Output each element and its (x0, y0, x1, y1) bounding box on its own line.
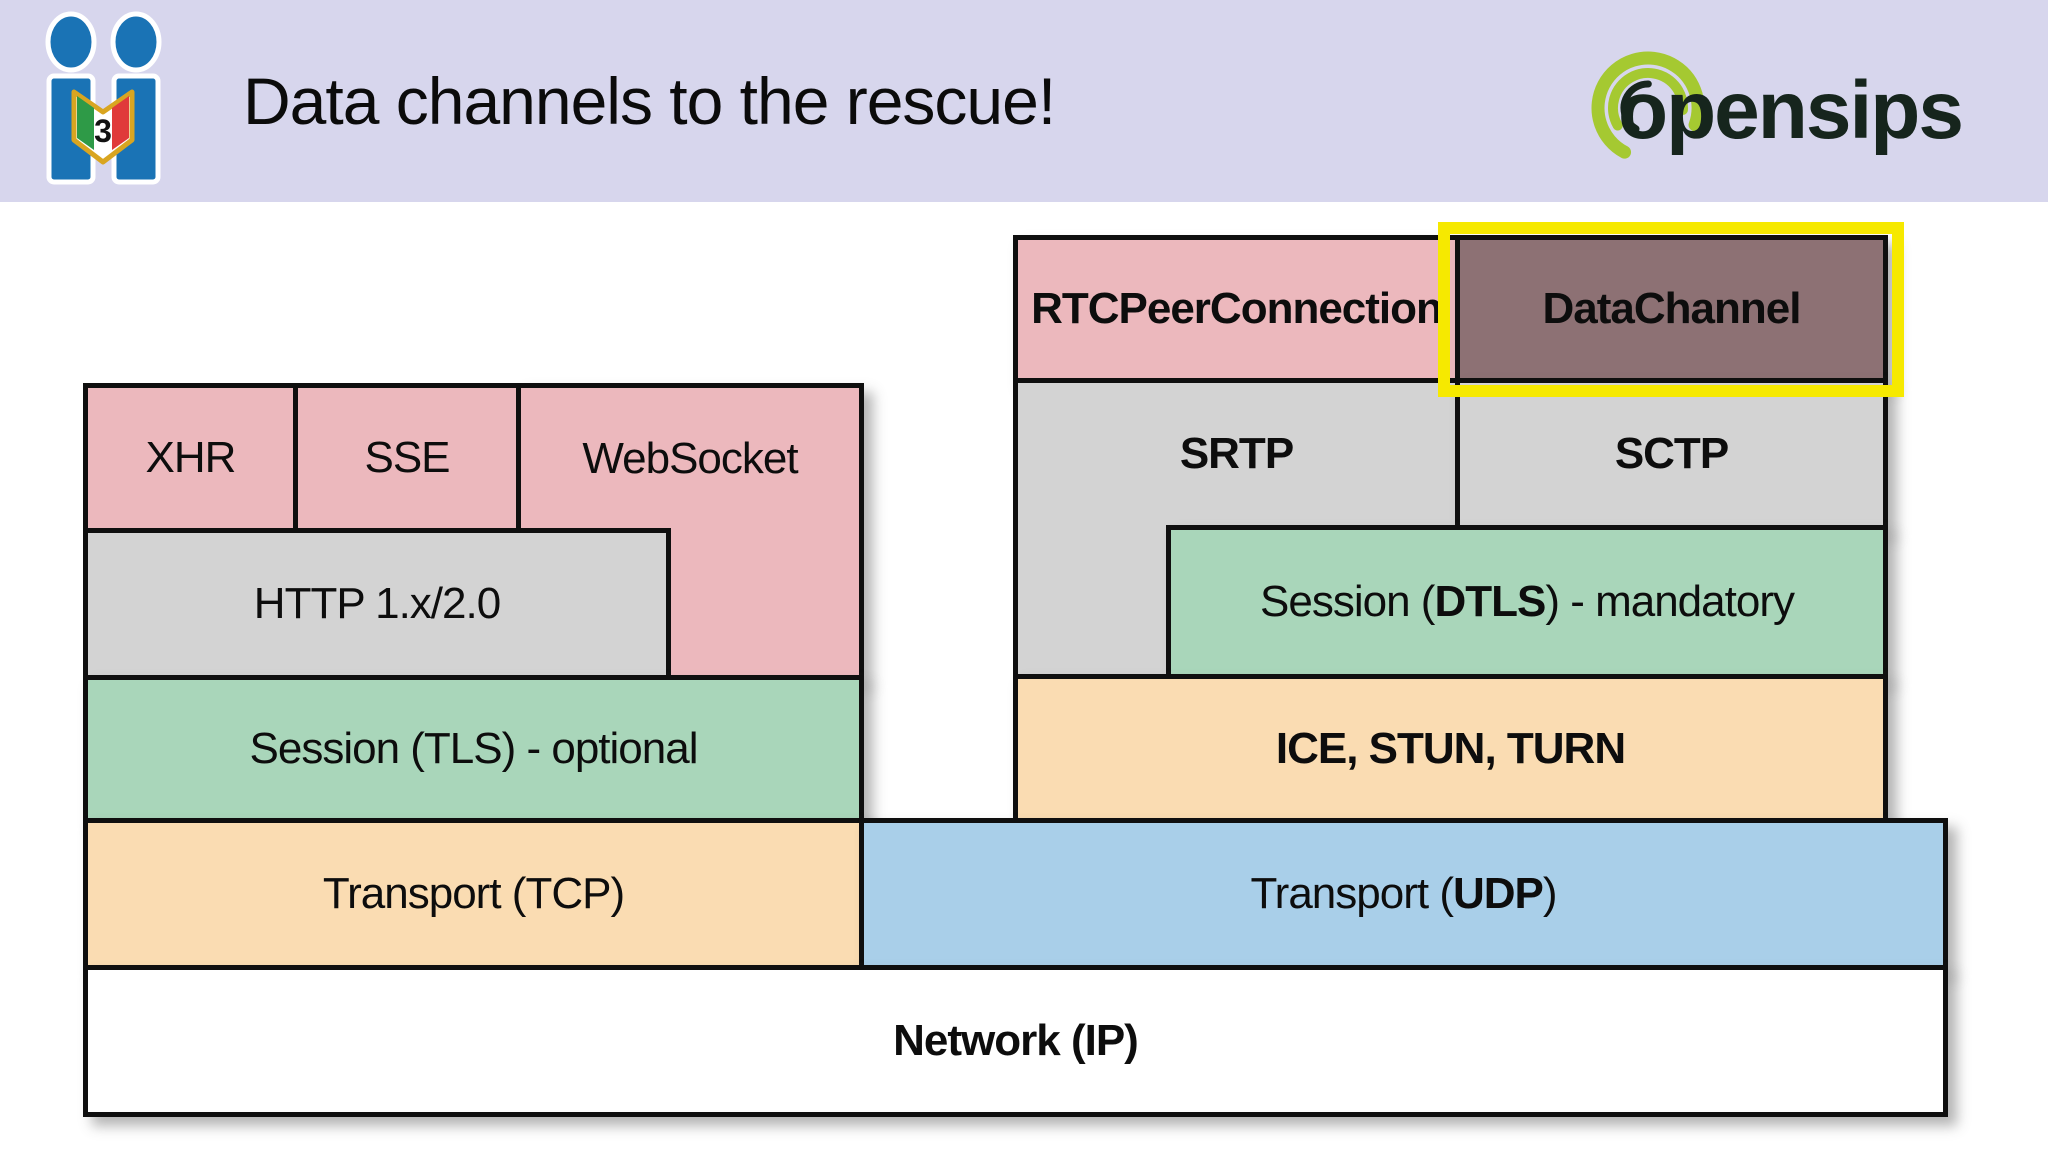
protocol-box-dtls: Session (DTLS) - mandatory (1166, 525, 1888, 679)
protocol-box-sctp: SCTP (1455, 378, 1888, 530)
opensips-wordmark: opensips (1618, 65, 1962, 156)
protocol-box-xhr: XHR (83, 383, 298, 533)
protocol-box-http: HTTP 1.x/2.0 (83, 528, 671, 680)
tls-label: Session (TLS) - optional (249, 724, 699, 773)
protocol-box-udp: Transport (UDP) (859, 818, 1948, 970)
http-label: HTTP 1.x/2.0 (253, 579, 501, 628)
ice-label: ICE, STUN, TURN (1275, 723, 1626, 773)
slide-header: 3 Data channels to the rescue! opensips (0, 0, 2048, 202)
protocol-box-datachannel: DataChannel (1455, 235, 1888, 383)
sctp-label: SCTP (1614, 429, 1729, 478)
protocol-box-tls: Session (TLS) - optional (83, 675, 864, 823)
protocol-box-sse: SSE (293, 383, 521, 533)
tcp-label: Transport (TCP) (322, 869, 625, 918)
sse-label: SSE (364, 433, 450, 482)
rtcpeerconnection-label: RTCPeerConnection (1031, 284, 1443, 333)
protocol-box-rtcpeerconnection: RTCPeerConnection (1013, 235, 1460, 383)
network-label: Network (IP) (893, 1016, 1139, 1065)
opensips-swirl-icon (1591, 51, 1705, 162)
ribbon-icon: 3 (71, 89, 135, 165)
conference-logo-icon: 3 (45, 11, 162, 185)
dtls-label: Session (DTLS) - mandatory (1260, 577, 1795, 626)
srtp-label: SRTP (1179, 429, 1294, 478)
page-title: Data channels to the rescue! (243, 64, 1056, 138)
protocol-box-ice-stun-turn: ICE, STUN, TURN (1013, 674, 1888, 823)
badge-number: 3 (94, 113, 112, 149)
udp-label: Transport (UDP) (1250, 869, 1557, 918)
protocol-box-tcp: Transport (TCP) (83, 818, 864, 970)
websocket-label: WebSocket (582, 434, 798, 483)
protocol-box-network-ip: Network (IP) (83, 965, 1948, 1117)
datachannel-label: DataChannel (1542, 284, 1802, 333)
opensips-logo: opensips (1591, 51, 1964, 162)
xhr-label: XHR (145, 433, 237, 482)
